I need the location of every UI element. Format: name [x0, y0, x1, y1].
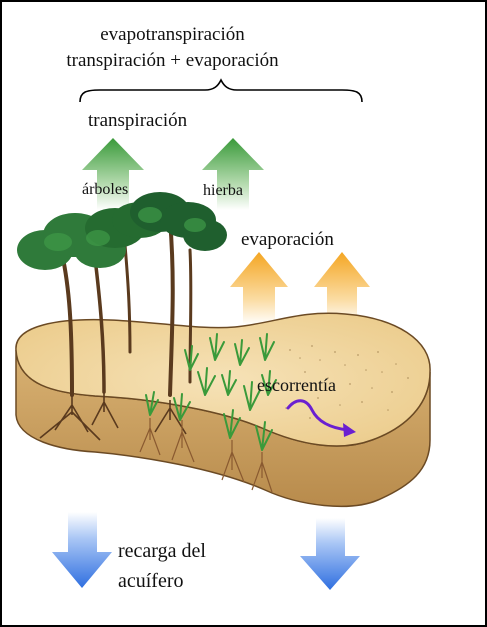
transpiration-label: transpiración	[88, 110, 187, 132]
recharge-label-line1: recarga del	[118, 540, 206, 563]
header-formula: transpiración + evaporación	[0, 50, 345, 72]
grass-label: hierba	[203, 182, 243, 200]
evaporation-arrow-1	[230, 252, 288, 325]
brace-icon	[80, 80, 362, 102]
transpiration-arrow-trees	[82, 138, 144, 210]
recharge-arrow-right	[300, 518, 360, 590]
evaporation-label: evaporación	[241, 229, 334, 251]
header-evapotranspiration: evapotranspiración	[0, 24, 345, 46]
recharge-arrow-left	[52, 512, 112, 588]
recharge-label-line2: acuífero	[118, 570, 184, 593]
trees-label: árboles	[82, 181, 128, 199]
runoff-label: escorrentía	[257, 375, 336, 396]
